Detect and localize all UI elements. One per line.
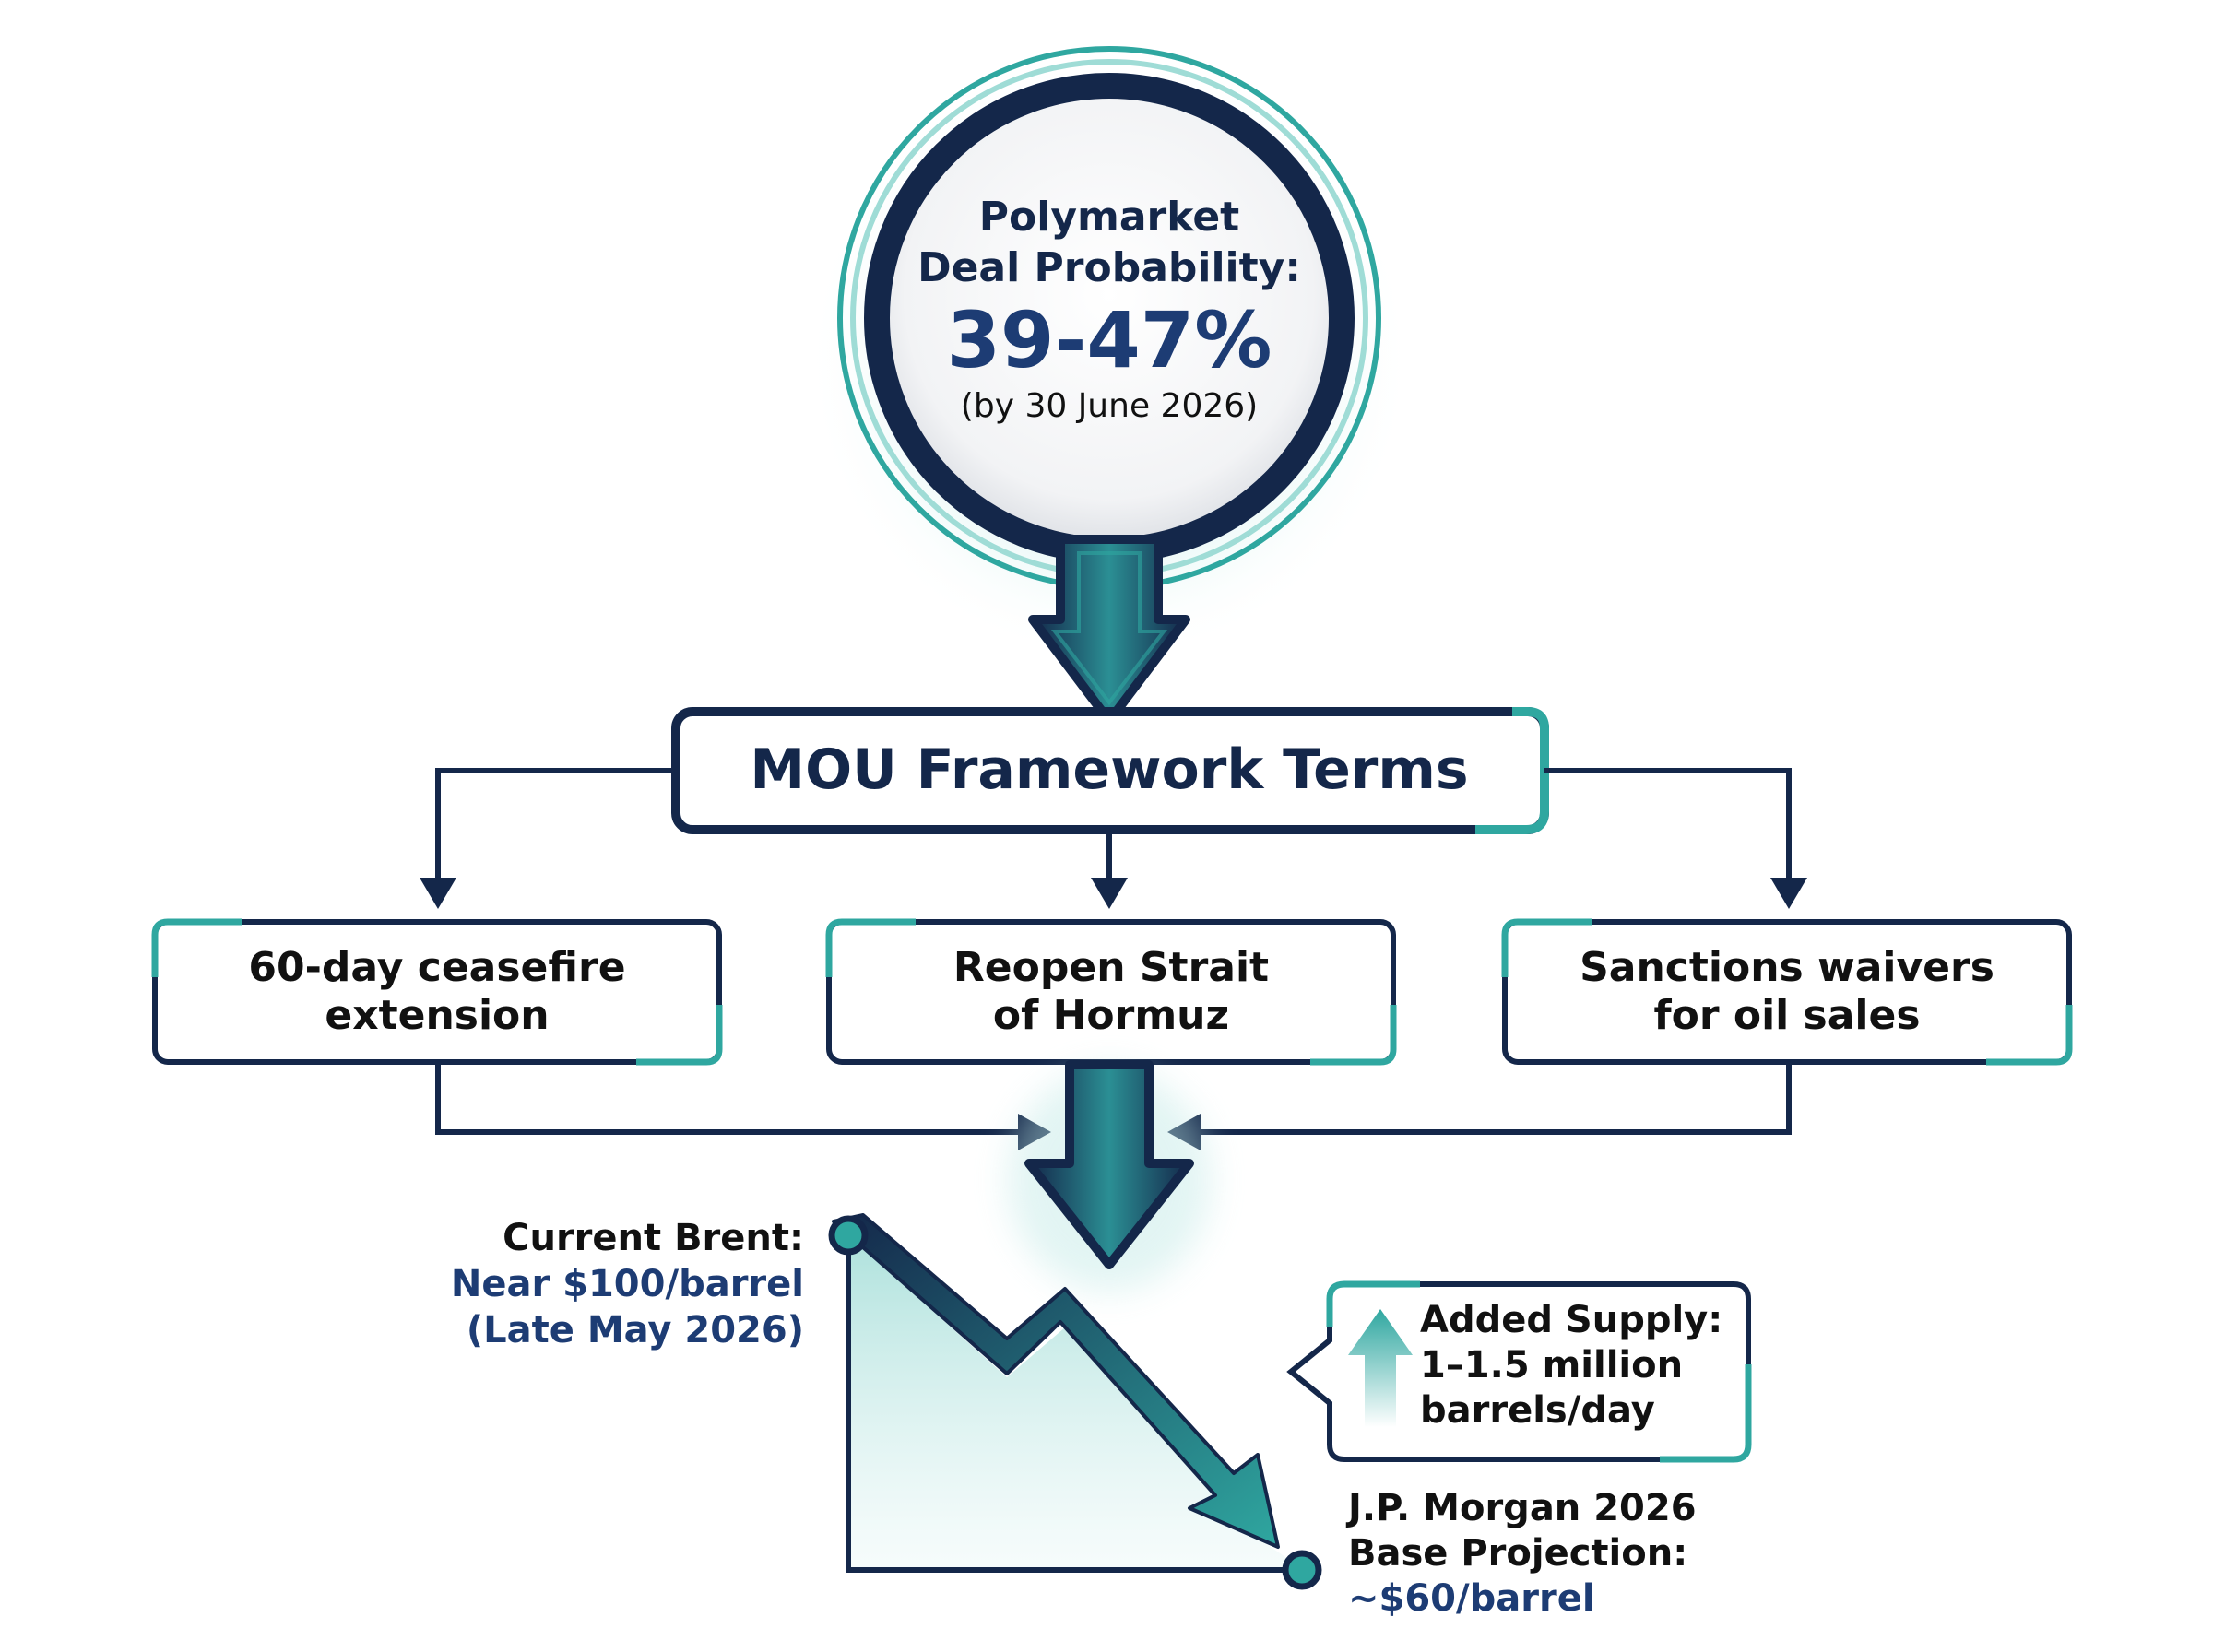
projection-line2: Base Projection:: [1348, 1532, 1688, 1575]
probability-line1: Polymarket: [978, 194, 1240, 241]
term-1-label: 60-day ceasefire extension: [248, 944, 625, 1040]
connector-arrowheads: [420, 878, 1807, 909]
projection-line1: J.P. Morgan 2026: [1348, 1487, 1697, 1529]
current-brent-value: Near $100/barrel: [450, 1263, 804, 1305]
added-supply-text: Added Supply: 1–1.5 million barrels/day: [1420, 1298, 1722, 1434]
term-3-label: Sanctions waivers for oil sales: [1580, 944, 1994, 1040]
added-supply-callout: [1286, 1280, 1752, 1463]
term-2-line2: of Hormuz: [992, 992, 1230, 1039]
current-brent-label: Current Brent: Near $100/barrel (Late Ma…: [451, 1215, 804, 1353]
projection-label: J.P. Morgan 2026 Base Projection: ~$60/b…: [1348, 1486, 1697, 1622]
term-2-line1: Reopen Strait: [953, 944, 1270, 991]
term-1-line2: extension: [325, 992, 550, 1039]
current-brent-date: (Late May 2026): [466, 1309, 804, 1351]
added-supply-line3: barrels/day: [1420, 1389, 1655, 1432]
projection-point: [1282, 1550, 1322, 1590]
term-box-2: [825, 918, 1397, 1066]
current-brent-title: Current Brent:: [503, 1217, 804, 1259]
projection-value: ~$60/barrel: [1348, 1577, 1595, 1620]
chart-axes: [846, 1237, 1302, 1573]
probability-note: (by 30 June 2026): [960, 387, 1259, 425]
chart-area: [848, 1235, 1300, 1567]
decline-arrow: [832, 1213, 1280, 1549]
price-chart: [828, 1213, 1322, 1590]
circle-to-framework-arrow: [1028, 535, 1190, 726]
probability-circle: [805, 46, 1414, 664]
term-1-line1: 60-day ceasefire: [248, 944, 626, 991]
term-3-line2: for oil sales: [1653, 992, 1921, 1039]
current-brent-point: [828, 1215, 869, 1256]
added-supply-line1: Added Supply:: [1420, 1299, 1723, 1341]
framework-connectors: [435, 768, 1792, 883]
terms-to-chart-arrow: [1008, 1060, 1211, 1291]
probability-line2: Deal Probability:: [917, 244, 1301, 291]
term-2-label: Reopen Strait of Hormuz: [953, 944, 1269, 1040]
term-3-line1: Sanctions waivers: [1580, 944, 1994, 991]
converge-connectors: [435, 1062, 1792, 1135]
up-arrow-icon: [1348, 1309, 1413, 1427]
framework-title: MOU Framework Terms: [750, 738, 1469, 802]
added-supply-line2: 1–1.5 million: [1420, 1344, 1684, 1386]
probability-value: 39-47%: [946, 295, 1272, 385]
